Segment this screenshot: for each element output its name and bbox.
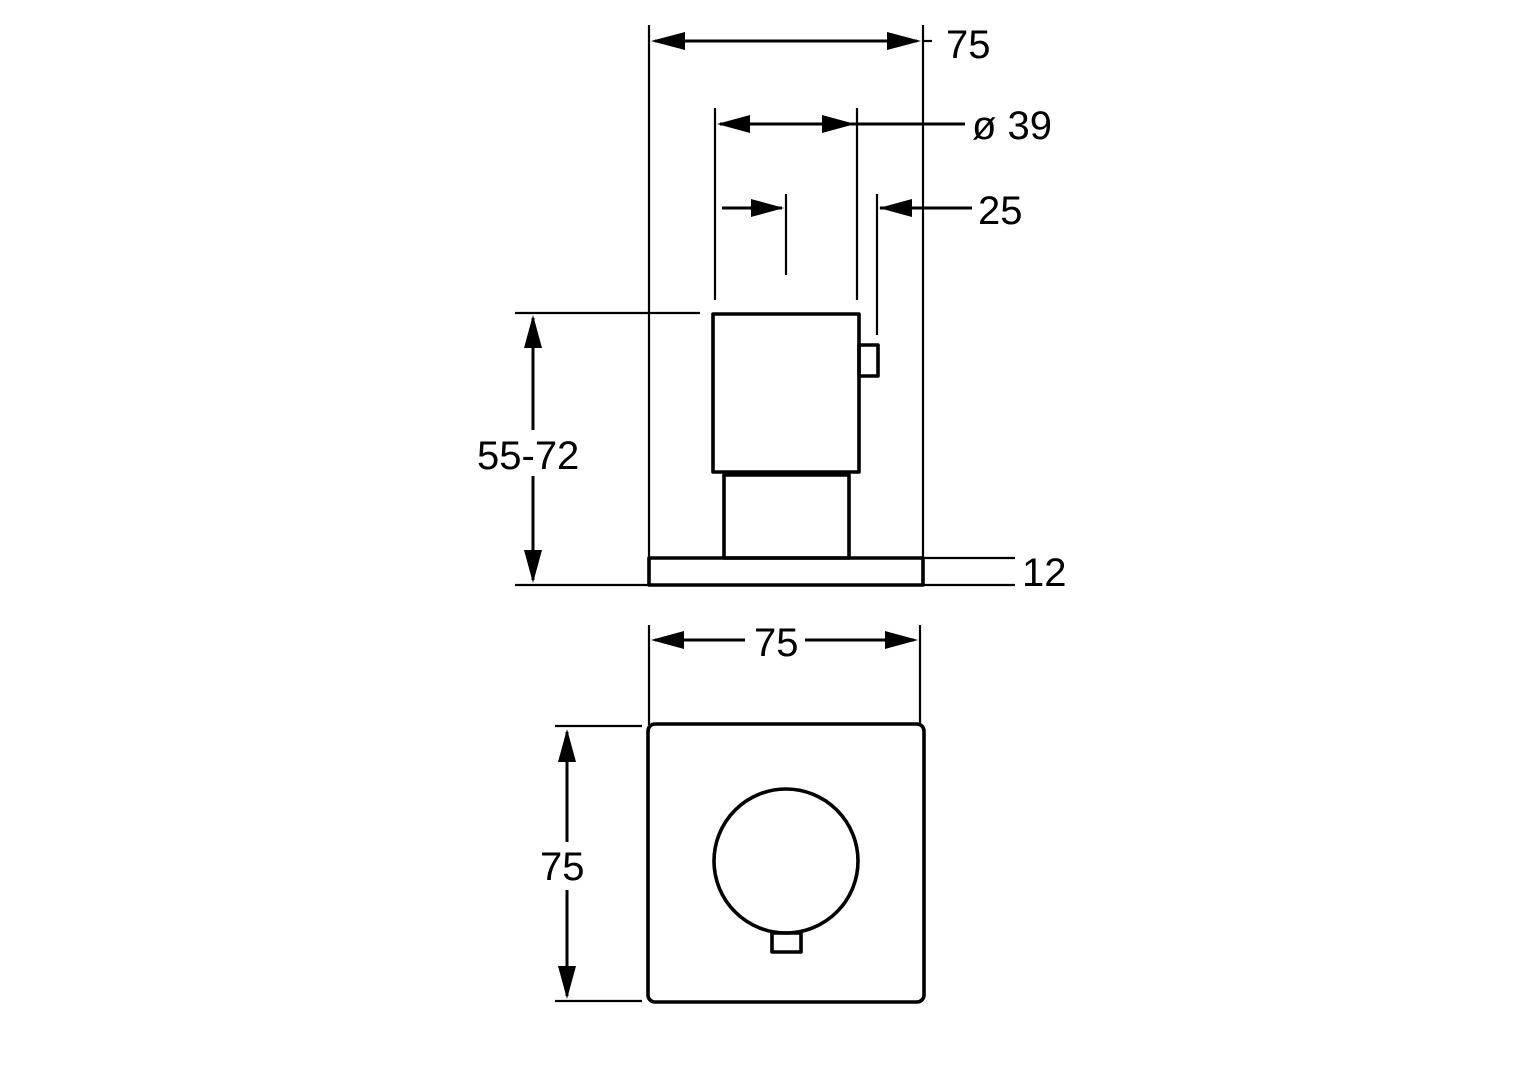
front-cover-plate (646, 722, 926, 1004)
dimension-side-width: 75 (651, 23, 991, 67)
side-knob (711, 312, 861, 474)
dimension-front-width: 75 (651, 621, 918, 665)
label-front-height: 75 (540, 845, 585, 889)
dimension-front-height: 75 (540, 729, 585, 999)
side-mounting-plate (647, 556, 925, 587)
label-front-width: 75 (754, 621, 799, 665)
label-knob-diameter: ø 39 (972, 104, 1052, 148)
dimension-indicator-offset: 25 (722, 189, 1023, 233)
dimension-knob-diameter: ø 39 (717, 104, 1052, 148)
label-side-width: 75 (946, 23, 991, 67)
front-view (646, 722, 926, 1004)
label-height: 55-72 (477, 434, 579, 478)
label-indicator-offset: 25 (978, 189, 1023, 233)
label-plate-thickness: 12 (1022, 551, 1067, 595)
side-indicator-pin (857, 343, 880, 378)
extension-lines (515, 25, 1015, 1003)
dimension-height: 55-72 (474, 315, 586, 583)
dimension-plate-thickness: 12 (1022, 551, 1067, 595)
front-indicator-pin (770, 931, 803, 954)
front-knob (712, 787, 860, 935)
side-stem (722, 473, 851, 560)
side-view (647, 312, 925, 587)
